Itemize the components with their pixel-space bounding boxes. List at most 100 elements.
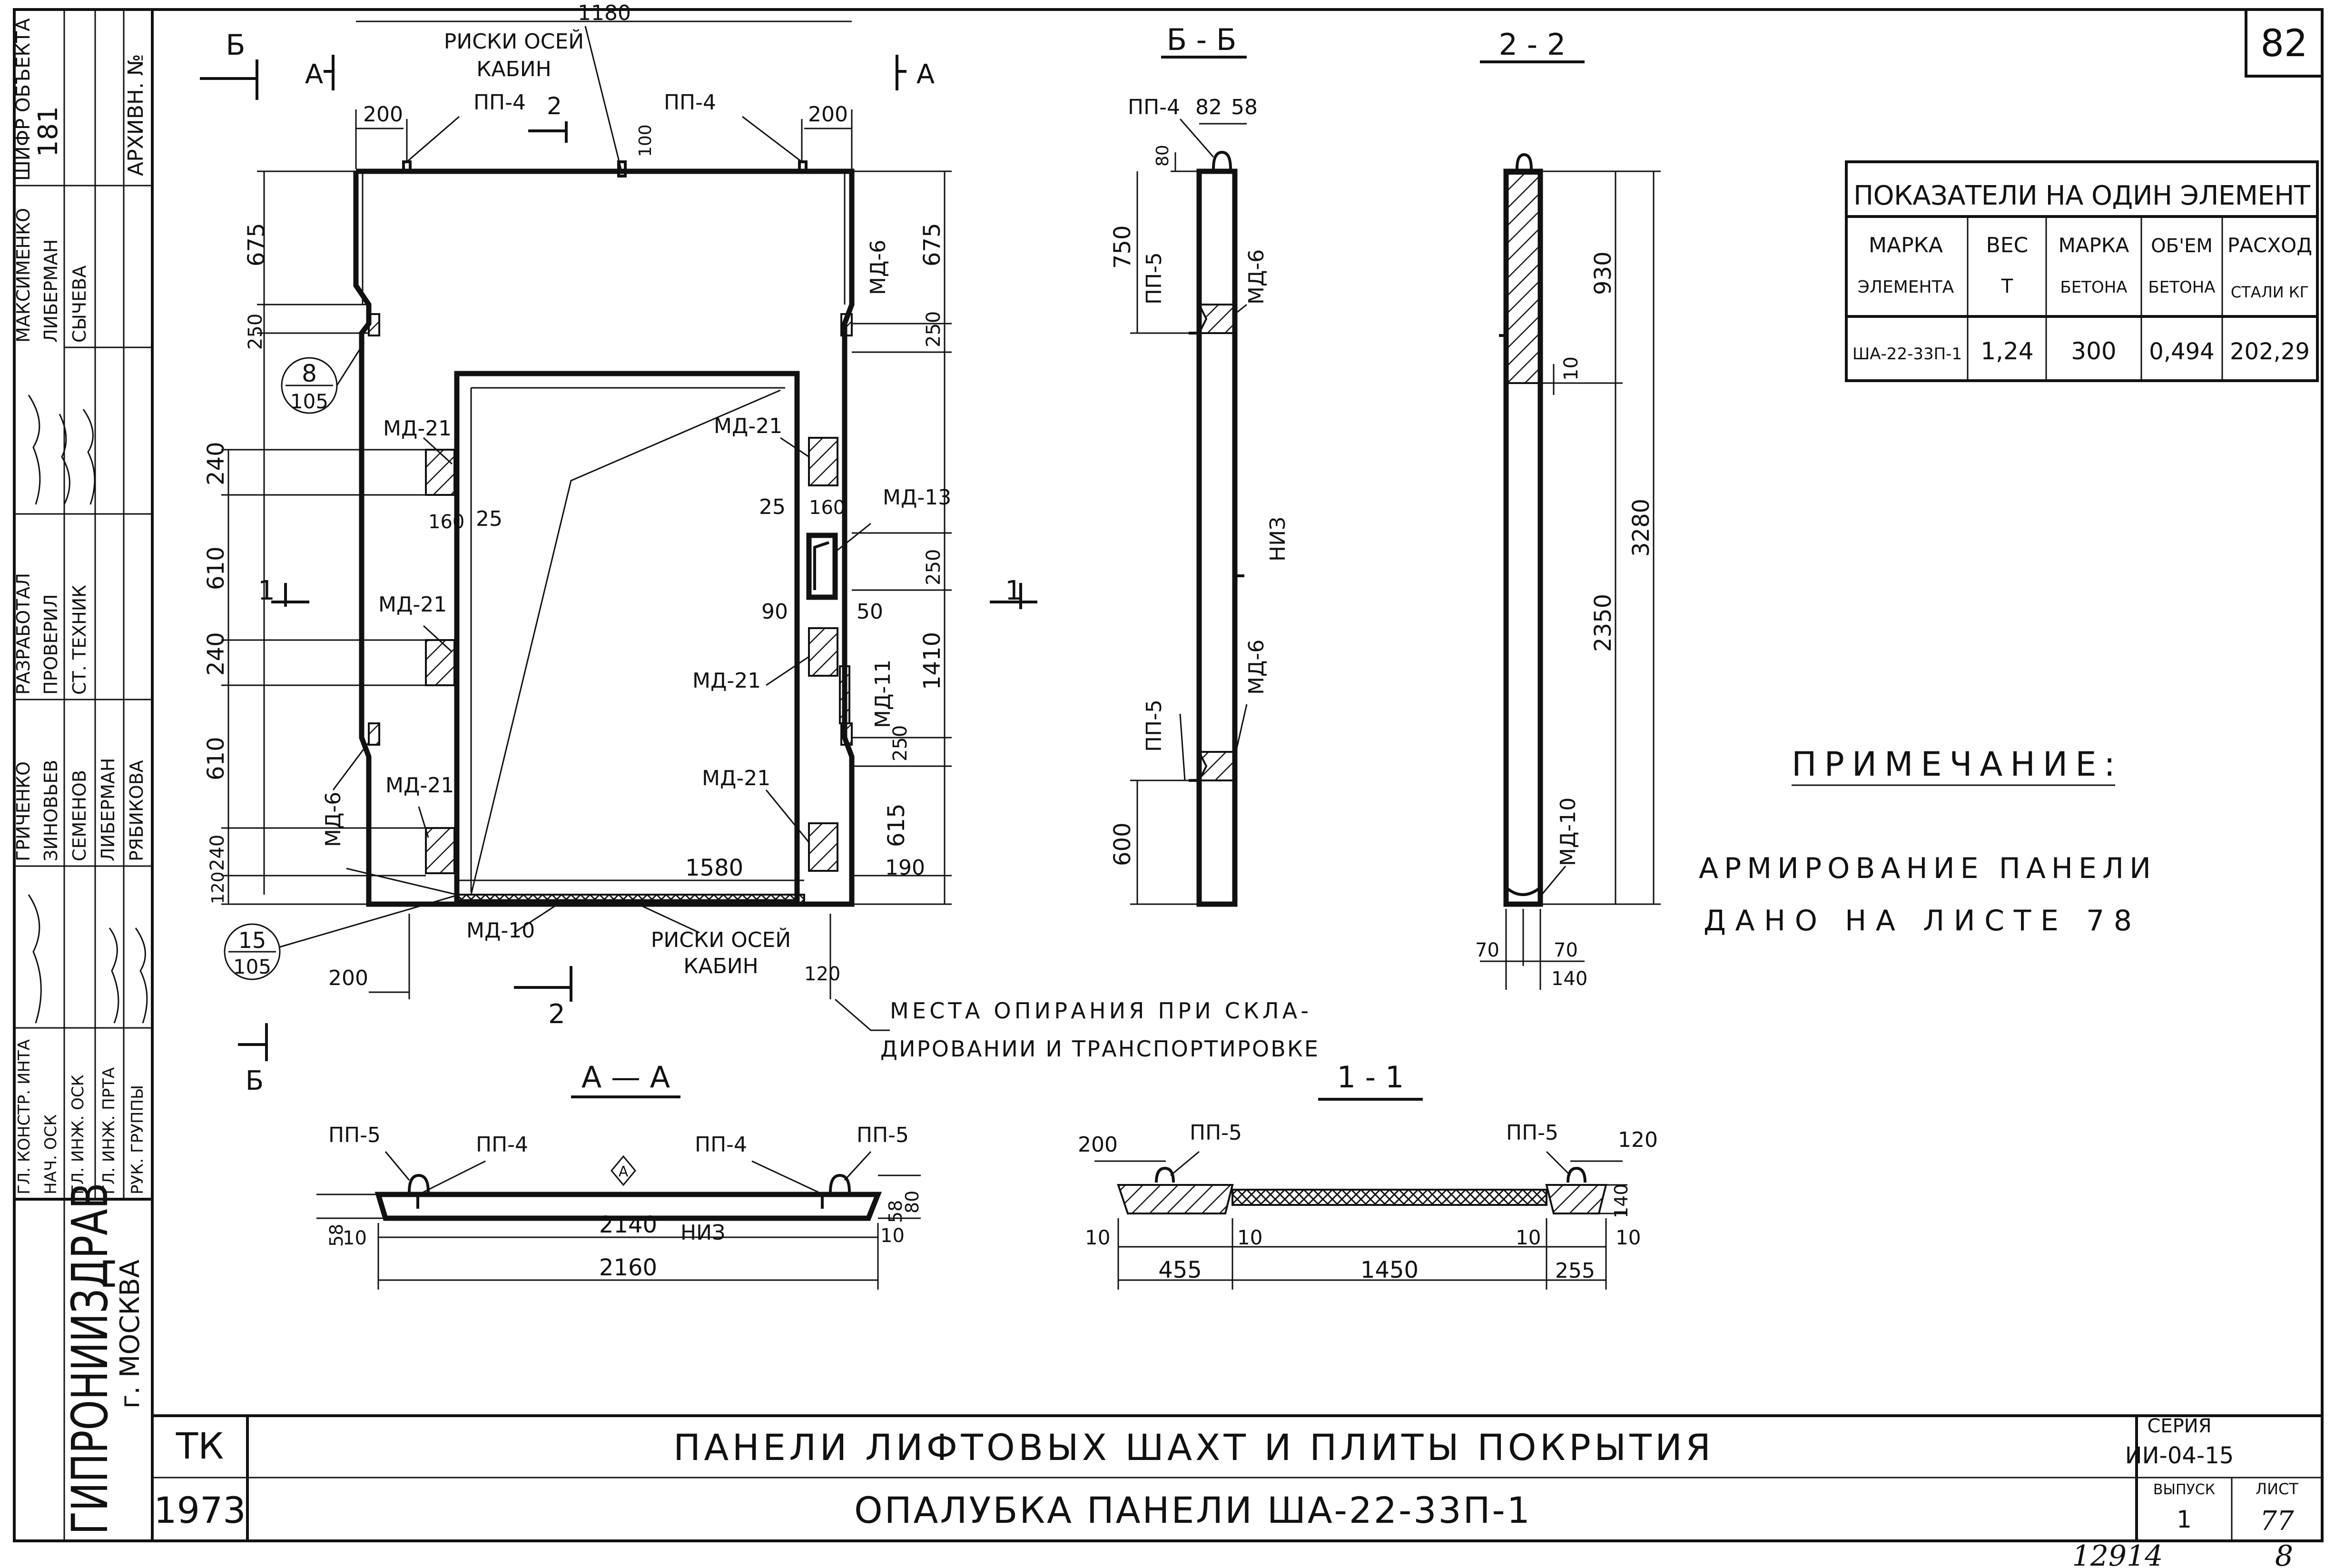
aa-dim-10-left: 10: [343, 1227, 367, 1249]
stamp-name-left-4: ЛИБЕРМАН: [98, 758, 118, 861]
left-dim-240-c: 240: [207, 835, 228, 871]
tk-label: ТК: [176, 1425, 224, 1467]
left-dim-240-b: 240: [203, 632, 229, 676]
title-line-2: ОПАЛУБКА ПАНЕЛИ ША-22-33П-1: [854, 1489, 1530, 1531]
section-mark-1-left: 1: [258, 575, 275, 606]
s11-dim-140: 140: [1611, 1183, 1632, 1218]
aa-label-pp4-right: ПП-4: [695, 1133, 747, 1157]
table-header-1a: МАРКА: [1869, 233, 1943, 257]
right-dim-250-b: 250: [923, 549, 945, 585]
table-cell-mark: ША-22-33П-1: [1852, 345, 1962, 364]
dim-200-right: 200: [808, 102, 848, 127]
right-dim-250-c: 250: [889, 725, 911, 761]
dim-25-left: 25: [476, 507, 502, 531]
section-11-text: 1 - 1 200 120 140 10 10 10 10 455 1450 2…: [1078, 1060, 1658, 1283]
panel-elevation: [200, 20, 1037, 1061]
stamp-role-3: ГЛ. ИНЖ. ОСК: [69, 1075, 88, 1194]
sheet-label: ЛИСТ: [2256, 1480, 2298, 1498]
s11-dim-255: 255: [1555, 1259, 1595, 1283]
series-label: СЕРИЯ: [2147, 1415, 2211, 1437]
section-bb-text: Б - Б 82 58 80 750 600 ПП-4 ПП-5 МД-6 НИ…: [1109, 22, 1290, 866]
section-mark-2-bottom: 2: [548, 999, 565, 1030]
bb-dim-600: 600: [1109, 822, 1136, 866]
indicators-table: [1845, 160, 2319, 382]
s22-label-md10: МД-10: [1556, 798, 1580, 866]
s22-dim-70-left: 70: [1475, 939, 1499, 961]
table-cell-steel: 202,29: [2230, 338, 2310, 365]
stamp-role-6: РАЗРАБОТАЛ: [13, 573, 34, 695]
s22-dim-3280: 3280: [1628, 499, 1655, 557]
issue-label: ВЫПУСК: [2153, 1481, 2215, 1498]
aa-label-pp4-left: ПП-4: [476, 1133, 528, 1157]
stamp-organization: ГИПРОНИИЗДРАВ: [61, 1183, 119, 1535]
s11-label-pp5-left: ПП-5: [1190, 1121, 1242, 1145]
axes-label-2: КАБИН: [476, 57, 552, 81]
s11-dim-10-b: 10: [1237, 1226, 1262, 1249]
left-dim-610-a: 610: [203, 546, 229, 590]
label-pp4-right: ПП-4: [664, 90, 716, 115]
sheet-value: 77: [2260, 1506, 2294, 1537]
dim-200-bottom: 200: [328, 966, 368, 990]
right-dim-1410: 1410: [919, 632, 946, 690]
aa-dim-58-right: 58: [885, 1200, 906, 1223]
dim-200-left: 200: [363, 102, 403, 127]
bb-dim-750: 750: [1109, 225, 1136, 269]
bottom-note-2: 8: [2275, 1539, 2293, 1568]
dim-160-right: 160: [809, 497, 845, 519]
dim-50: 50: [857, 600, 883, 624]
stamp-archive-label: АРХИВН. №: [124, 54, 148, 176]
stamp-role-4: ГЛ. ИНЖ. ПРТА: [99, 1067, 118, 1194]
bb-label-pp5-top: ПП-5: [1142, 252, 1166, 305]
label-pp4-left: ПП-4: [473, 90, 526, 115]
stamp-name-left-2: ЗИНОВЬЕВ: [40, 760, 61, 862]
section-mark-b-bottom: Б: [246, 1065, 264, 1096]
stamp-name-7: ЛИБЕРМАН: [40, 239, 61, 343]
label-md13: МД-13: [883, 485, 951, 510]
section-bb: [1130, 56, 1248, 907]
label-md6-left: МД-6: [321, 792, 345, 847]
section-22-title: 2 - 2: [1499, 27, 1566, 62]
s22-dim-930: 930: [1590, 251, 1616, 295]
note-title: ПРИМЕЧАНИЕ:: [1792, 745, 2115, 784]
bb-dim-82: 82: [1195, 95, 1222, 119]
label-md10: МД-10: [466, 918, 535, 943]
stamp-role-2: НАЧ. ОСК: [41, 1114, 60, 1194]
s11-dim-120: 120: [1618, 1128, 1658, 1152]
left-dim-120: 120: [208, 871, 228, 904]
table-header-1b: ЭЛЕМЕНТА: [1858, 277, 1954, 297]
label-md11: МД-11: [871, 660, 895, 728]
s11-dim-455: 455: [1158, 1257, 1202, 1283]
support-note-2: ДИРОВАНИИ И ТРАНСПОРТИРОВКЕ: [880, 1036, 1318, 1062]
label-md21-6: МД-21: [702, 766, 770, 790]
s22-dim-10: 10: [1560, 356, 1582, 381]
stamp-text: ГИПРОНИИЗДРАВ г. МОСКВА ШИФР ОБЪЕКТА 181…: [12, 18, 148, 1535]
left-stamp: [13, 8, 154, 1542]
title-block: ТК 1973 ПАНЕЛИ ЛИФТОВЫХ ШАХТ И ПЛИТЫ ПОК…: [154, 1415, 2298, 1537]
table-header-5b: СТАЛИ КГ: [2231, 283, 2309, 301]
issue-value: 1: [2177, 1506, 2192, 1533]
bb-label-pp5-bottom: ПП-5: [1142, 700, 1166, 752]
s11-dim-10-a: 10: [1085, 1226, 1110, 1249]
stamp-code-value: 181: [33, 106, 64, 157]
stamp-name-6: МАКСИМЕНКО: [13, 208, 34, 343]
section-mark-1-right: 1: [1005, 575, 1022, 606]
section-aa-title: А — А: [581, 1060, 670, 1095]
section-mark-2-top: 2: [547, 92, 562, 120]
aa-dim-2160: 2160: [599, 1254, 657, 1281]
callout-2-top: 15: [238, 927, 266, 953]
right-dim-190: 190: [885, 856, 925, 880]
table-cell-volume: 0,494: [2149, 338, 2214, 365]
table-header-4b: БЕТОНА: [2148, 278, 2215, 297]
section-mark-a-top-right: А: [916, 59, 935, 90]
section-mark-a-top-left: А: [305, 59, 323, 90]
section-bb-title: Б - Б: [1167, 22, 1237, 57]
left-dim-610-b: 610: [203, 737, 229, 780]
aa-label-pp5-left: ПП-5: [328, 1123, 381, 1147]
dim-90: 90: [761, 600, 788, 624]
table-cell-concrete: 300: [2071, 337, 2116, 365]
dim-25-right: 25: [759, 495, 786, 519]
stamp-code-label: ШИФР ОБЪЕКТА: [12, 18, 34, 181]
series-value: ИИ-04-15: [2125, 1442, 2234, 1469]
label-md21-1: МД-21: [383, 416, 452, 441]
